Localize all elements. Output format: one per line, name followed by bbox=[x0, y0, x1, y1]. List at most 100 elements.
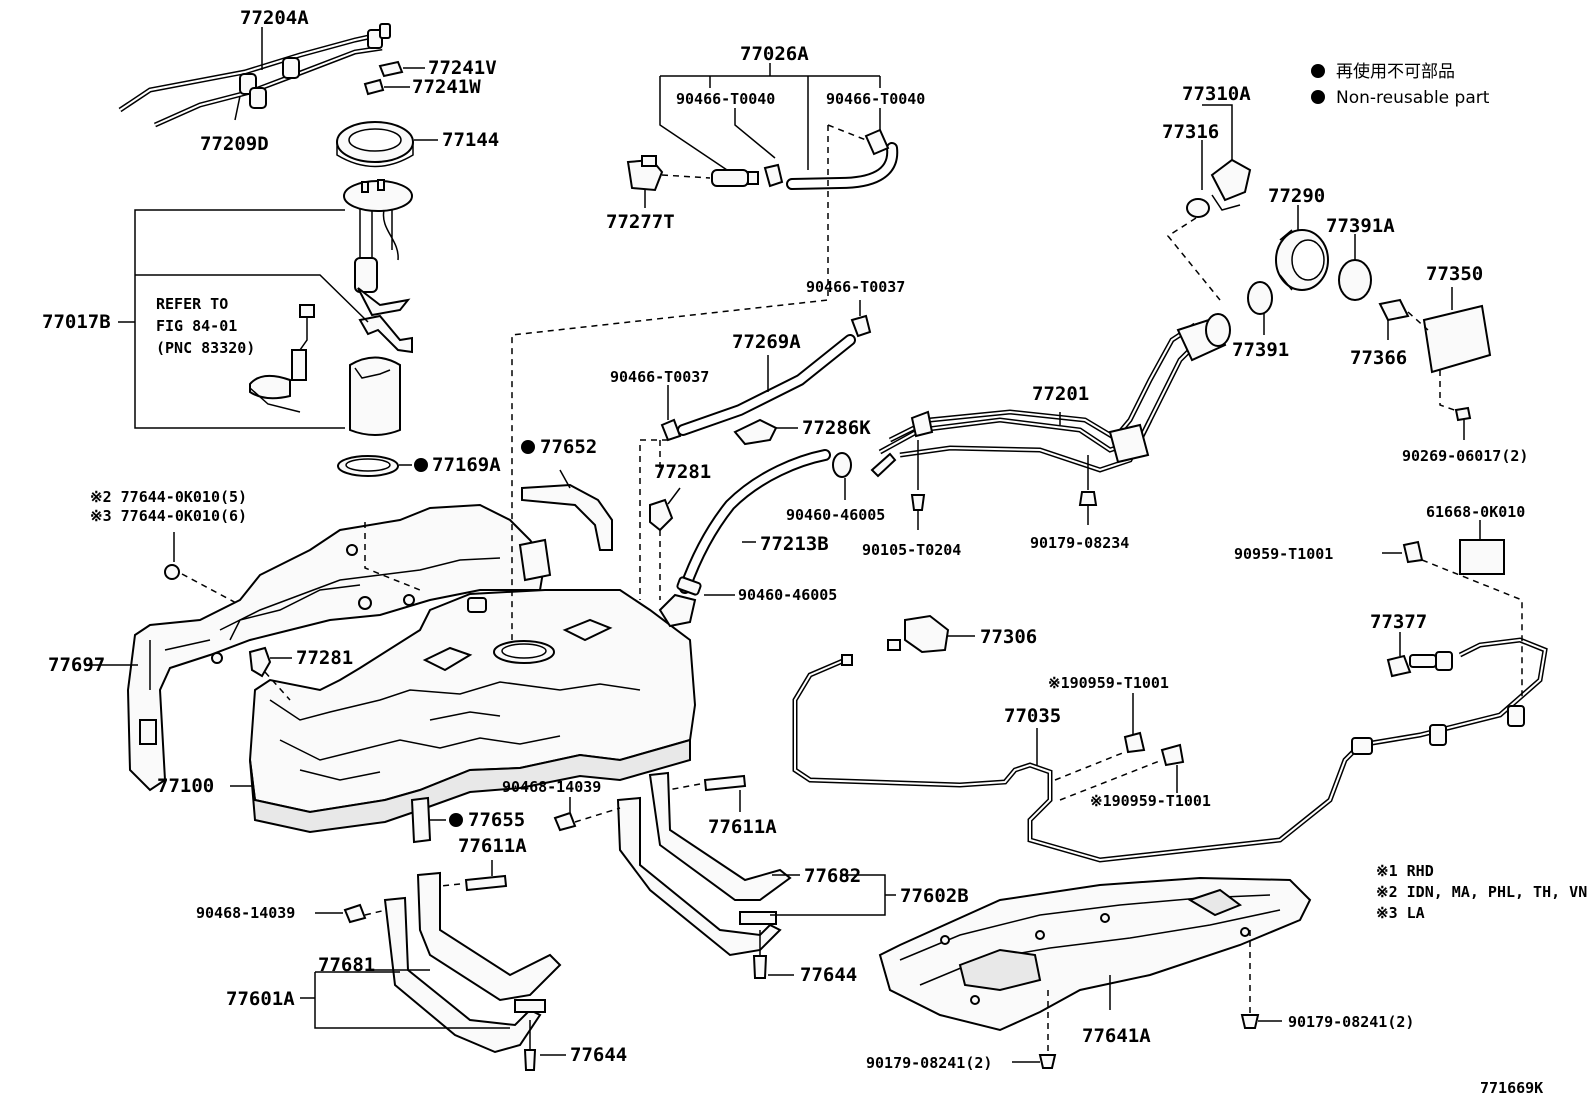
label-77213B: 77213B bbox=[760, 533, 829, 555]
label-77306: 77306 bbox=[980, 626, 1037, 648]
part-labels: 77204A 77241V 77241W 77209D 77144 77017B… bbox=[42, 7, 1587, 1097]
label-77035: 77035 bbox=[1004, 705, 1061, 727]
fuel-pump-group bbox=[118, 23, 438, 477]
label-190959-a: ※190959-T1001 bbox=[1048, 674, 1169, 692]
label-90105: 90105-T0204 bbox=[862, 541, 961, 559]
label-61668: 61668-0K010 bbox=[1426, 503, 1525, 521]
label-note-3: ※3 LA bbox=[1376, 904, 1425, 922]
fuel-cap-group bbox=[1166, 104, 1492, 440]
label-77377: 77377 bbox=[1370, 611, 1427, 633]
label-77281-a: 77281 bbox=[296, 647, 353, 669]
fuel-pump bbox=[354, 257, 378, 293]
label-90466-T0040-b: 90466-T0040 bbox=[826, 90, 925, 108]
label-77391A: 77391A bbox=[1326, 215, 1395, 237]
label-77144: 77144 bbox=[442, 129, 499, 151]
label-77644-c: 77644 bbox=[800, 964, 857, 986]
cap-77310A bbox=[1210, 158, 1252, 202]
label-77391: 77391 bbox=[1232, 339, 1289, 361]
hose-77035 bbox=[792, 614, 1548, 863]
protector-77641A bbox=[878, 876, 1312, 1069]
label-77100: 77100 bbox=[157, 775, 214, 797]
label-90468-b: 90468-14039 bbox=[196, 904, 295, 922]
legend-jp: 再使用不可部品 bbox=[1336, 61, 1455, 82]
label-90959: 90959-T1001 bbox=[1234, 545, 1333, 563]
label-90179-a: 90179-08241(2) bbox=[1288, 1013, 1414, 1031]
label-77681: 77681 bbox=[318, 954, 375, 976]
sensor-group bbox=[1382, 520, 1523, 700]
label-90269: 90269-06017(2) bbox=[1402, 447, 1528, 465]
ref-bracket bbox=[134, 209, 345, 429]
gasket-77391 bbox=[1247, 281, 1273, 315]
fuel-tank-77100 bbox=[230, 589, 697, 834]
clip-77281-center bbox=[649, 487, 681, 600]
label-77241V: 77241V bbox=[428, 57, 497, 79]
label-90466-T0037-b: 90466-T0037 bbox=[610, 368, 709, 386]
legend-dot-jp bbox=[1311, 64, 1325, 78]
label-77602B: 77602B bbox=[900, 885, 969, 907]
gasket-77391A bbox=[1338, 259, 1372, 301]
vent-assembly-77026A bbox=[511, 63, 899, 640]
legend-en: Non-reusable part bbox=[1336, 88, 1490, 108]
label-77209D: 77209D bbox=[200, 133, 269, 155]
label-77655: 77655 bbox=[468, 809, 525, 831]
label-90468-a: 90468-14039 bbox=[502, 778, 601, 796]
label-90179-b: 90179-08241(2) bbox=[866, 1054, 992, 1072]
label-90466-T0040-a: 90466-T0040 bbox=[676, 90, 775, 108]
tube-77209D bbox=[153, 45, 383, 128]
clip-77281-left bbox=[248, 646, 292, 701]
label-90460-a: 90460-46005 bbox=[786, 506, 885, 524]
label-77241W: 77241W bbox=[412, 76, 481, 98]
valve-77306 bbox=[904, 614, 950, 654]
label-61668 bbox=[1459, 539, 1505, 575]
label-note-1: ※1 RHD bbox=[1376, 862, 1434, 880]
label-refer-2: FIG 84-01 bbox=[156, 317, 237, 335]
label-77611A-b: 77611A bbox=[458, 835, 527, 857]
label-77310A: 77310A bbox=[1182, 83, 1251, 105]
protector-77697 bbox=[85, 503, 552, 792]
label-77682: 77682 bbox=[804, 865, 861, 887]
label-77644-a: ※2 77644-0K010(5) bbox=[90, 488, 247, 506]
legend-dot-en bbox=[1311, 90, 1325, 104]
label-77641A: 77641A bbox=[1082, 1025, 1151, 1047]
label-77269A: 77269A bbox=[732, 331, 801, 353]
gasket-77316 bbox=[1186, 198, 1210, 218]
label-refer-1: REFER TO bbox=[156, 295, 228, 313]
clip-77644-left bbox=[164, 522, 421, 606]
label-77290: 77290 bbox=[1268, 185, 1325, 207]
label-77201: 77201 bbox=[1032, 383, 1089, 405]
label-note-2: ※2 IDN, MA, PHL, TH, VN bbox=[1376, 883, 1587, 901]
clip-77241V bbox=[378, 60, 404, 78]
label-refer-3: (PNC 83320) bbox=[156, 339, 255, 357]
label-77611A-a: 77611A bbox=[708, 816, 777, 838]
legend: 再使用不可部品 Non-reusable part bbox=[1311, 61, 1490, 108]
label-77169A: 77169A bbox=[432, 454, 501, 476]
label-90460-b: 90460-46005 bbox=[738, 586, 837, 604]
strap-77601A bbox=[300, 860, 566, 1071]
label-77652: 77652 bbox=[540, 436, 597, 458]
strap-77602B bbox=[553, 771, 896, 979]
label-diagram-code: 771669K bbox=[1480, 1079, 1543, 1097]
label-77017B: 77017B bbox=[42, 311, 111, 333]
label-77286K: 77286K bbox=[802, 417, 871, 439]
label-77697: 77697 bbox=[48, 654, 105, 676]
label-77350: 77350 bbox=[1426, 263, 1483, 285]
label-77026A: 77026A bbox=[740, 43, 809, 65]
label-90179-08234: 90179-08234 bbox=[1030, 534, 1129, 552]
hose-77213B bbox=[676, 449, 897, 596]
label-77281-b: 77281 bbox=[654, 461, 711, 483]
insulator-77652 bbox=[521, 440, 613, 551]
hose-77269A bbox=[639, 300, 872, 600]
label-77277T: 77277T bbox=[606, 211, 675, 233]
label-77204A: 77204A bbox=[240, 7, 309, 29]
fuel-door-77350 bbox=[1422, 304, 1492, 374]
label-77601A: 77601A bbox=[226, 988, 295, 1010]
label-77366: 77366 bbox=[1350, 347, 1407, 369]
label-77644-d: 77644 bbox=[570, 1044, 627, 1066]
label-90466-T0037-a: 90466-T0037 bbox=[806, 278, 905, 296]
clip-77241W bbox=[363, 78, 385, 96]
label-77644-b: ※3 77644-0K010(6) bbox=[90, 507, 247, 525]
cushion-77655 bbox=[410, 796, 463, 844]
label-77316: 77316 bbox=[1162, 121, 1219, 143]
filler-pipe-77201 bbox=[878, 313, 1231, 530]
